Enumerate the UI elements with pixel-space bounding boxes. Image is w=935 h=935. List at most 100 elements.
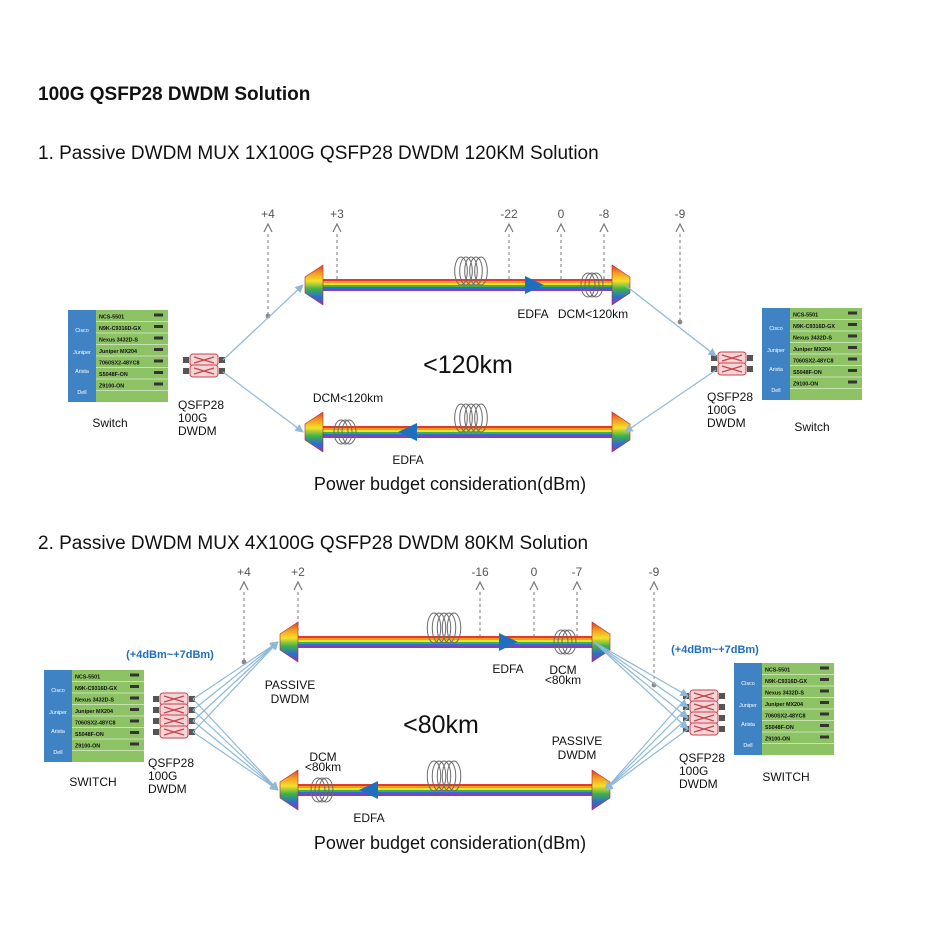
fiber-strand — [323, 434, 612, 436]
coil-loop — [441, 760, 457, 792]
link-line — [604, 706, 689, 791]
qsfp-label: QSFP28 — [178, 398, 224, 412]
link-line — [593, 641, 689, 719]
switch-port — [130, 708, 139, 711]
mux-prism-icon — [279, 621, 299, 663]
fiber-strand — [323, 287, 612, 289]
coil-loop — [464, 403, 478, 433]
qsfp-port-left — [183, 357, 189, 363]
qsfp-label: QSFP28 — [148, 756, 194, 770]
qsfp-cross — [721, 354, 743, 362]
passive-dwdm-label: PASSIVE — [265, 678, 315, 692]
switch-model-label: NCS-5501 — [793, 313, 818, 319]
switch-vendor-label: Juniper — [73, 350, 91, 356]
power-value: +4 — [237, 565, 251, 579]
dcm-loop — [333, 419, 349, 445]
qsfp-cross — [163, 717, 185, 725]
qsfp-cross — [193, 367, 215, 375]
switch-model-label: Z9100-ON — [765, 737, 790, 743]
fiber-strand — [323, 432, 612, 434]
mux-prism-icon — [611, 411, 631, 453]
dcm-coil-icon — [580, 272, 604, 298]
qsfp-cross — [693, 703, 715, 711]
coil-loop — [426, 760, 442, 792]
power-value: +3 — [330, 207, 344, 221]
link-line — [192, 698, 279, 791]
power-value: -16 — [471, 565, 489, 579]
switch-model-label: Juniper MX204 — [765, 702, 803, 708]
power-level-marker: 0 — [529, 565, 539, 645]
fiber-coil-icon — [426, 612, 462, 644]
link-line — [192, 731, 279, 791]
qsfp-port-right — [719, 726, 725, 732]
link-line — [624, 369, 717, 433]
qsfp-port-right — [719, 704, 725, 710]
switch-port — [820, 689, 829, 693]
power-level-marker: +4 — [237, 565, 251, 665]
section2-title: 2. Passive DWDM MUX 4X100G QSFP28 DWDM 8… — [38, 533, 589, 554]
power-arrow-icon — [239, 580, 249, 591]
edfa-label: EDFA — [517, 307, 548, 321]
qsfp-port-left — [153, 718, 159, 724]
dcm-loop — [557, 629, 573, 655]
coil-loop — [454, 256, 468, 286]
switch-model-label: 7060SX2-48YC8 — [75, 721, 115, 727]
switch-port — [820, 701, 829, 704]
link-line — [222, 371, 304, 433]
switch-vendor-label: Juniper — [767, 348, 785, 354]
link-line — [604, 717, 689, 791]
edfa-label: EDFA — [392, 453, 423, 467]
power-budget-caption: Power budget consideration(dBm) — [314, 833, 586, 853]
power-budget-caption: Power budget consideration(dBm) — [314, 474, 586, 494]
link-line — [192, 641, 279, 733]
qsfp-port-right — [747, 355, 753, 361]
switch-port — [130, 731, 139, 734]
power-value: -9 — [649, 565, 660, 579]
switch-port — [154, 336, 163, 340]
switch-port — [154, 348, 163, 351]
switch-label: SWITCH — [762, 770, 809, 784]
qsfp-port-right — [219, 368, 225, 374]
edfa-label: EDFA — [353, 811, 384, 825]
link-line — [192, 641, 279, 700]
link-line — [192, 641, 279, 711]
qsfp-cross — [193, 356, 215, 364]
dcm-coil-icon — [310, 777, 334, 803]
qsfp-label: DWDM — [679, 777, 718, 791]
power-value: 0 — [531, 565, 538, 579]
switch-model-label: S5048F-ON — [765, 725, 794, 731]
mux-prism-shape — [611, 411, 631, 453]
dcm-label: <80km — [545, 673, 581, 687]
power-arrow-icon — [504, 222, 514, 233]
power-range-label: (+4dBm~+7dBm) — [671, 644, 759, 656]
switch-model-label: N9K-C9316D-GX — [793, 324, 835, 330]
fiber-coil-icon — [426, 760, 462, 792]
switch-model-label: S5048F-ON — [99, 372, 128, 378]
power-arrow-icon — [263, 222, 273, 233]
qsfp-port-right — [719, 715, 725, 721]
edfa-amplifier-icon — [525, 276, 544, 294]
power-arrow-icon — [675, 222, 685, 233]
qsfp-label: 100G — [148, 769, 177, 783]
dcm-loop — [337, 419, 353, 445]
dcm-loop — [580, 272, 596, 298]
link-line — [604, 695, 689, 791]
mux-prism-shape — [591, 769, 611, 811]
fiber-strand — [298, 784, 592, 786]
dcm-loop — [588, 272, 604, 298]
switch-port — [848, 311, 857, 315]
switch-model-label: Juniper MX204 — [75, 709, 113, 715]
power-value: -8 — [599, 207, 610, 221]
switch-vendor-label: Cisco — [741, 681, 754, 687]
rainbow-fiber — [298, 784, 592, 796]
fiber-strand — [298, 794, 592, 796]
mux-prism-icon — [591, 769, 611, 811]
page-title: 100G QSFP28 DWDM Solution — [38, 84, 311, 105]
qsfp-port-right — [189, 729, 195, 735]
switch-vendor-label: Dell — [771, 388, 780, 394]
coil-loop — [459, 256, 473, 286]
power-dot — [677, 319, 683, 325]
switch-model-label: S5048F-ON — [793, 370, 822, 376]
dcm-coil-icon — [553, 629, 577, 655]
